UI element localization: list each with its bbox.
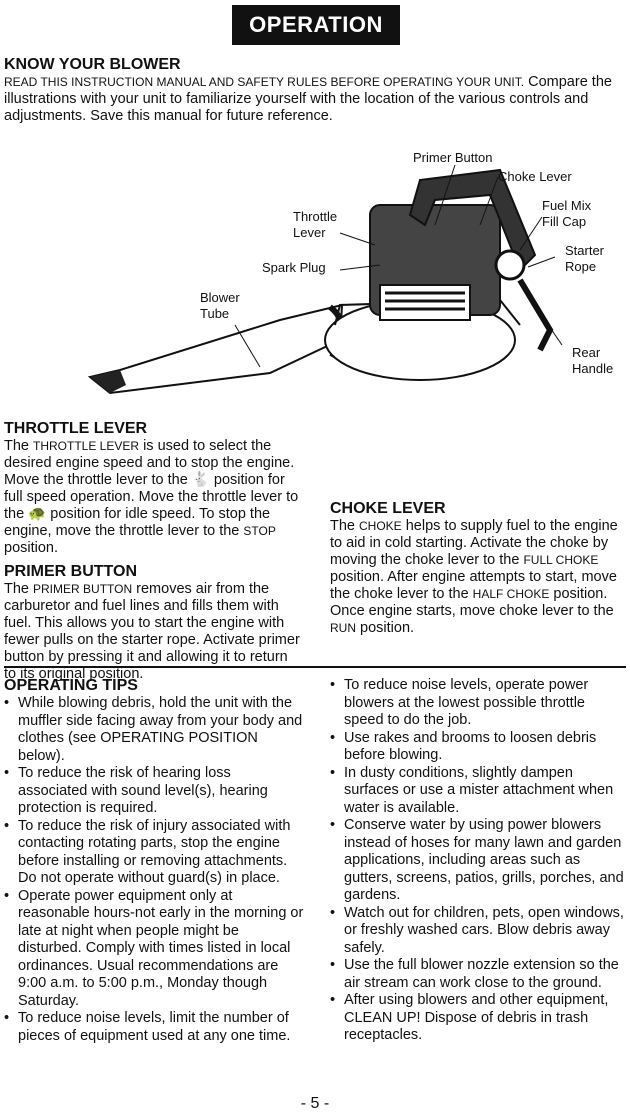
section-title: OPERATION bbox=[249, 12, 383, 37]
tip-item: Use rakes and brooms to loosen debris be… bbox=[330, 730, 626, 765]
know-your-blower-section: KNOW YOUR BLOWER READ THIS INSTRUCTION M… bbox=[4, 56, 624, 125]
label-starter: Starter bbox=[565, 243, 605, 258]
label-tube: Tube bbox=[200, 306, 229, 321]
tip-item: To reduce noise levels, operate power bl… bbox=[330, 677, 626, 730]
operating-tips-right: To reduce noise levels, operate power bl… bbox=[330, 677, 626, 1045]
primer-button-text: The PRIMER BUTTON removes air from the c… bbox=[4, 581, 300, 682]
label-throttle: Throttle bbox=[293, 209, 337, 224]
tip-item: In dusty conditions, slightly dampen sur… bbox=[330, 765, 626, 818]
operating-tips-heading: OPERATING TIPS bbox=[4, 677, 138, 694]
tip-item: To reduce the risk of hearing loss assoc… bbox=[4, 765, 304, 818]
label-throttle-lever: Lever bbox=[293, 225, 326, 240]
choke-lever-heading: CHOKE LEVER bbox=[330, 500, 446, 517]
operating-tips-left: OPERATING TIPS While blowing debris, hol… bbox=[4, 677, 304, 1045]
tip-item: Watch out for children, pets, open windo… bbox=[330, 905, 626, 958]
throttle-lever-heading: THROTTLE LEVER bbox=[4, 420, 148, 437]
label-rear: Rear bbox=[572, 345, 601, 360]
label-rope: Rope bbox=[565, 259, 596, 274]
label-choke-lever: Choke Lever bbox=[498, 169, 572, 184]
tip-item: After using blowers and other equipment,… bbox=[330, 992, 626, 1045]
tip-item: Conserve water by using power blowers in… bbox=[330, 817, 626, 905]
choke-column: CHOKE LEVER The CHOKE helps to supply fu… bbox=[330, 438, 626, 637]
label-fuel-mix: Fuel Mix bbox=[542, 198, 592, 213]
page-number: - 5 - bbox=[300, 1095, 330, 1112]
choke-lever-text: The CHOKE helps to supply fuel to the en… bbox=[330, 518, 618, 636]
tip-item: To reduce noise levels, limit the number… bbox=[4, 1010, 304, 1045]
rabbit-icon: 🐇 bbox=[191, 472, 210, 488]
label-primer-button: Primer Button bbox=[413, 150, 492, 165]
blower-illustration: Primer Button Choke Lever Fuel Mix Fill … bbox=[87, 150, 613, 395]
primer-button-heading: PRIMER BUTTON bbox=[4, 563, 138, 580]
know-your-blower-heading: KNOW YOUR BLOWER bbox=[4, 56, 181, 73]
label-handle: Handle bbox=[572, 361, 613, 376]
tip-item: To reduce the risk of injury associated … bbox=[4, 818, 304, 888]
intro-caps: READ THIS INSTRUCTION MANUAL AND SAFETY … bbox=[4, 75, 525, 89]
tip-item: Operate power equipment only at reasonab… bbox=[4, 888, 304, 1011]
label-fill-cap: Fill Cap bbox=[542, 214, 586, 229]
turtle-icon: 🐢 bbox=[28, 506, 47, 522]
throttle-primer-column: THROTTLE LEVER The THROTTLE LEVER is use… bbox=[4, 420, 300, 683]
section-title-banner: OPERATION bbox=[232, 5, 400, 45]
intro-rest: Compare the illustrations with your unit… bbox=[4, 74, 612, 124]
throttle-lever-text: The THROTTLE LEVER is used to select the… bbox=[4, 438, 299, 556]
section-divider bbox=[4, 666, 626, 668]
know-your-blower-text: READ THIS INSTRUCTION MANUAL AND SAFETY … bbox=[4, 74, 624, 125]
tip-item: While blowing debris, hold the unit with… bbox=[4, 695, 304, 765]
tip-item: Use the full blower nozzle extension so … bbox=[330, 957, 626, 992]
label-blower: Blower bbox=[200, 290, 240, 305]
label-spark-plug: Spark Plug bbox=[262, 260, 326, 275]
